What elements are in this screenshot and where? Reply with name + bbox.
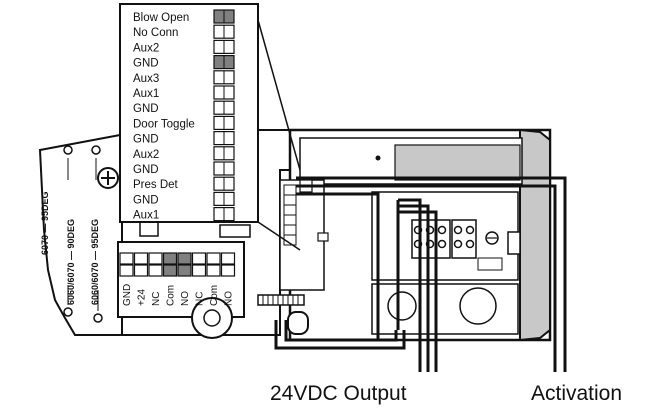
caption-24vdc-output: 24VDC Output <box>270 382 407 405</box>
relay-pin-label: Com <box>209 285 220 306</box>
relay-pin-label: NC <box>195 292 206 306</box>
terminal-block-24vdc <box>411 219 451 259</box>
bracket-hole-top-right <box>91 145 101 155</box>
relay-pin-top <box>177 252 192 265</box>
strip-pin-label: GND <box>133 194 159 206</box>
relay-pin-bottom <box>220 264 236 277</box>
relay-pin-top <box>220 252 236 265</box>
strain-relief <box>287 311 309 335</box>
relay-pin-label: +24 <box>137 289 148 306</box>
relay-pin-label: GND <box>122 284 133 306</box>
relay-pin-top <box>191 252 207 265</box>
strip-pin-label: GND <box>133 103 159 115</box>
strip-pin-label: Pres Det <box>133 179 179 191</box>
ribbon-header <box>257 294 305 306</box>
activation-wire-1 <box>296 176 567 372</box>
relay-pin-label: NO <box>180 291 191 306</box>
knockout-left <box>387 291 417 321</box>
strip-pin-label: GND <box>133 134 159 146</box>
activation-wire-2 <box>296 184 557 372</box>
terminal-block-120vac <box>451 219 477 259</box>
strip-pin-label: Aux3 <box>133 73 159 85</box>
relay-pin-bottom <box>191 264 207 277</box>
dc-output-wire-2 <box>398 204 430 372</box>
bracket-hole-bottom-right <box>93 313 103 323</box>
wiring <box>274 176 567 372</box>
power-switch <box>507 231 521 255</box>
strip-pin-label: Blow Open <box>133 12 189 24</box>
gauge-marking-b: 6060/6070 — 95DEG <box>90 219 100 305</box>
strip-pin-label: Aux2 <box>133 42 159 54</box>
relay-pin-label: NO <box>224 291 235 306</box>
knockout-right <box>459 287 497 325</box>
strip-pin-label: Aux1 <box>133 210 159 222</box>
relay-pin-bottom <box>162 264 178 277</box>
relay-pin-top <box>148 252 163 265</box>
relay-pin-bottom <box>206 264 221 277</box>
relay-pin-top <box>206 252 221 265</box>
relay-pin-label: NC <box>151 292 162 306</box>
relay-pin-top <box>133 252 149 265</box>
relay-pin-bottom <box>148 264 163 277</box>
strip-pin-label: No Conn <box>133 27 178 39</box>
bracket-hole-top-left <box>63 145 73 155</box>
gauge-marking-c: 6070 — 95DEG <box>40 191 50 255</box>
dc-output-wire-3 <box>398 210 438 372</box>
relay-pin-bottom <box>119 264 134 277</box>
strip-pin-label: Aux2 <box>133 149 159 161</box>
relay-pin-top <box>162 252 178 265</box>
relay-pin-bottom <box>177 264 192 277</box>
bracket-hole-bottom-left <box>63 307 73 317</box>
strip-pin-label: Aux1 <box>133 88 159 100</box>
strip-pin-label: GND <box>133 58 159 70</box>
relay-pin-label: Com <box>166 285 177 306</box>
terminal-strip-panel <box>119 3 259 223</box>
activation-wire-3 <box>296 192 380 340</box>
dc-output-wire-1 <box>398 198 422 372</box>
gauge-marking-a: 6060/6070 — 90DEG <box>66 219 76 305</box>
caption-activation: Activation <box>531 382 622 405</box>
loop-wire-outer <box>274 320 406 350</box>
loop-wire-inner <box>284 320 398 342</box>
relay-pin-top <box>119 252 134 265</box>
relay-pin-bottom <box>133 264 149 277</box>
strip-pin-label: GND <box>133 164 159 176</box>
strip-pin-label: Door Toggle <box>133 118 195 130</box>
operator-housing <box>257 128 552 342</box>
